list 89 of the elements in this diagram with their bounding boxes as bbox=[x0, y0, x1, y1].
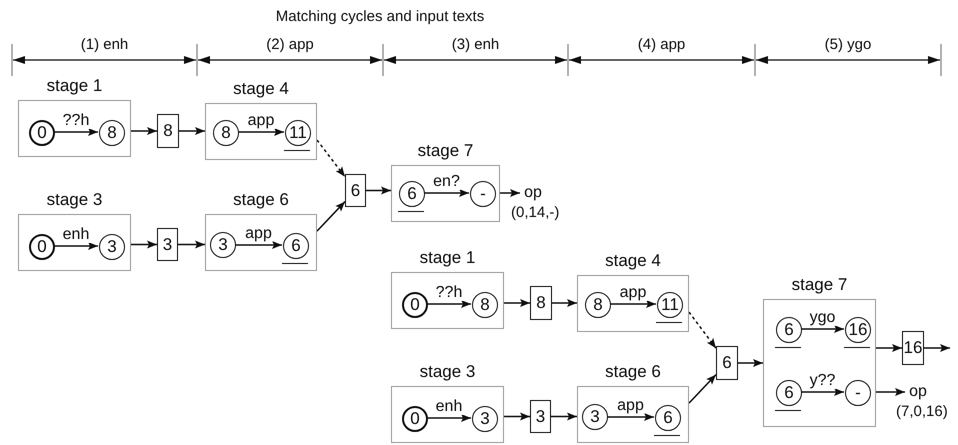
stage-heading: stage 7 bbox=[790, 275, 848, 295]
state-circle: 6 bbox=[776, 380, 802, 406]
arrow bbox=[238, 128, 284, 136]
value-box: 3 bbox=[530, 400, 551, 433]
edge-label: en? bbox=[432, 174, 461, 190]
state-circle: 8 bbox=[213, 120, 239, 146]
state-circle: 6 bbox=[399, 181, 425, 207]
arrow bbox=[54, 128, 98, 136]
arrow bbox=[427, 300, 471, 308]
arrow bbox=[235, 241, 282, 249]
arrow bbox=[179, 127, 205, 135]
stage-heading: stage 6 bbox=[232, 190, 290, 210]
arrow bbox=[610, 300, 656, 308]
state-circle: 3 bbox=[210, 232, 236, 258]
stage-heading: stage 3 bbox=[418, 362, 476, 382]
cycle-label: (1) enh bbox=[80, 36, 130, 53]
state-circle: 8 bbox=[99, 120, 125, 146]
state-circle: 8 bbox=[585, 292, 611, 318]
diagram-title: Matching cycles and input texts bbox=[274, 8, 486, 25]
edge-label: y?? bbox=[808, 373, 836, 389]
stage-heading: stage 1 bbox=[418, 248, 476, 268]
cycle-label: (4) app bbox=[636, 36, 686, 53]
arrow bbox=[688, 374, 717, 404]
value-box: 3 bbox=[157, 228, 178, 261]
stage-heading: stage 7 bbox=[416, 141, 474, 161]
state-circle: 3 bbox=[99, 234, 125, 260]
value-box: 6 bbox=[345, 174, 366, 207]
state-circle: 0 bbox=[29, 120, 55, 146]
arrow bbox=[607, 413, 654, 421]
state-circle: 6 bbox=[776, 317, 802, 343]
arrow bbox=[552, 299, 577, 307]
arrow bbox=[801, 388, 844, 396]
value-box: 16 bbox=[902, 331, 924, 365]
arrow bbox=[131, 240, 157, 248]
arrow bbox=[500, 189, 520, 197]
stage-heading: stage 4 bbox=[232, 79, 290, 99]
arrow bbox=[316, 140, 346, 178]
edge-label: enh bbox=[434, 399, 464, 415]
state-circle: 3 bbox=[582, 404, 608, 430]
edge-label: app bbox=[616, 398, 645, 414]
value-box: 6 bbox=[716, 346, 738, 380]
arrow bbox=[427, 414, 471, 422]
arrow bbox=[424, 189, 469, 197]
stage-heading: stage 3 bbox=[46, 190, 104, 210]
edge-label: ??h bbox=[62, 113, 90, 129]
state-circle: 11 bbox=[657, 292, 683, 318]
stage-heading: stage 6 bbox=[604, 362, 662, 382]
coordinate-text: (0,14,-) bbox=[511, 204, 560, 221]
stage-heading: stage 4 bbox=[604, 251, 662, 271]
edge-label: app bbox=[246, 113, 276, 129]
arrow bbox=[876, 388, 905, 396]
edge-label: app bbox=[244, 226, 273, 242]
edge-label: ygo bbox=[808, 310, 836, 326]
arrow bbox=[876, 344, 902, 352]
state-circle: 0 bbox=[29, 234, 55, 260]
edge-label: enh bbox=[62, 227, 90, 243]
value-box: 8 bbox=[530, 286, 552, 320]
output-text: op bbox=[520, 184, 546, 202]
state-circle: 6 bbox=[283, 233, 309, 259]
arrow bbox=[738, 359, 763, 367]
cycle-label: (5) ygo bbox=[824, 36, 872, 53]
cycle-label: (2) app bbox=[265, 36, 315, 53]
arrow bbox=[316, 201, 346, 232]
state-circle: 3 bbox=[472, 406, 498, 432]
state-circle: 0 bbox=[402, 292, 428, 318]
state-circle: 11 bbox=[285, 120, 311, 146]
arrow bbox=[366, 186, 391, 194]
state-circle: - bbox=[845, 380, 871, 406]
output-text: op bbox=[905, 383, 931, 401]
state-circle: 8 bbox=[472, 292, 498, 318]
arrow bbox=[178, 240, 205, 248]
state-circle: 0 bbox=[402, 406, 428, 432]
state-circle: - bbox=[470, 181, 496, 207]
arrow bbox=[688, 312, 717, 349]
edge-label: app bbox=[618, 285, 648, 301]
arrow bbox=[131, 127, 157, 135]
state-circle: 6 bbox=[655, 405, 681, 431]
edge-label: ??h bbox=[434, 285, 464, 301]
arrow bbox=[504, 299, 530, 307]
arrow bbox=[54, 242, 98, 250]
stage-heading: stage 1 bbox=[46, 76, 104, 96]
state-circle: 16 bbox=[845, 317, 871, 343]
coordinate-text: (7,0,16) bbox=[896, 403, 948, 420]
value-box: 8 bbox=[157, 114, 179, 148]
arrow bbox=[924, 344, 950, 352]
cycle-label: (3) enh bbox=[450, 36, 500, 53]
arrow bbox=[551, 412, 577, 420]
arrow bbox=[504, 412, 530, 420]
arrow bbox=[801, 325, 844, 333]
